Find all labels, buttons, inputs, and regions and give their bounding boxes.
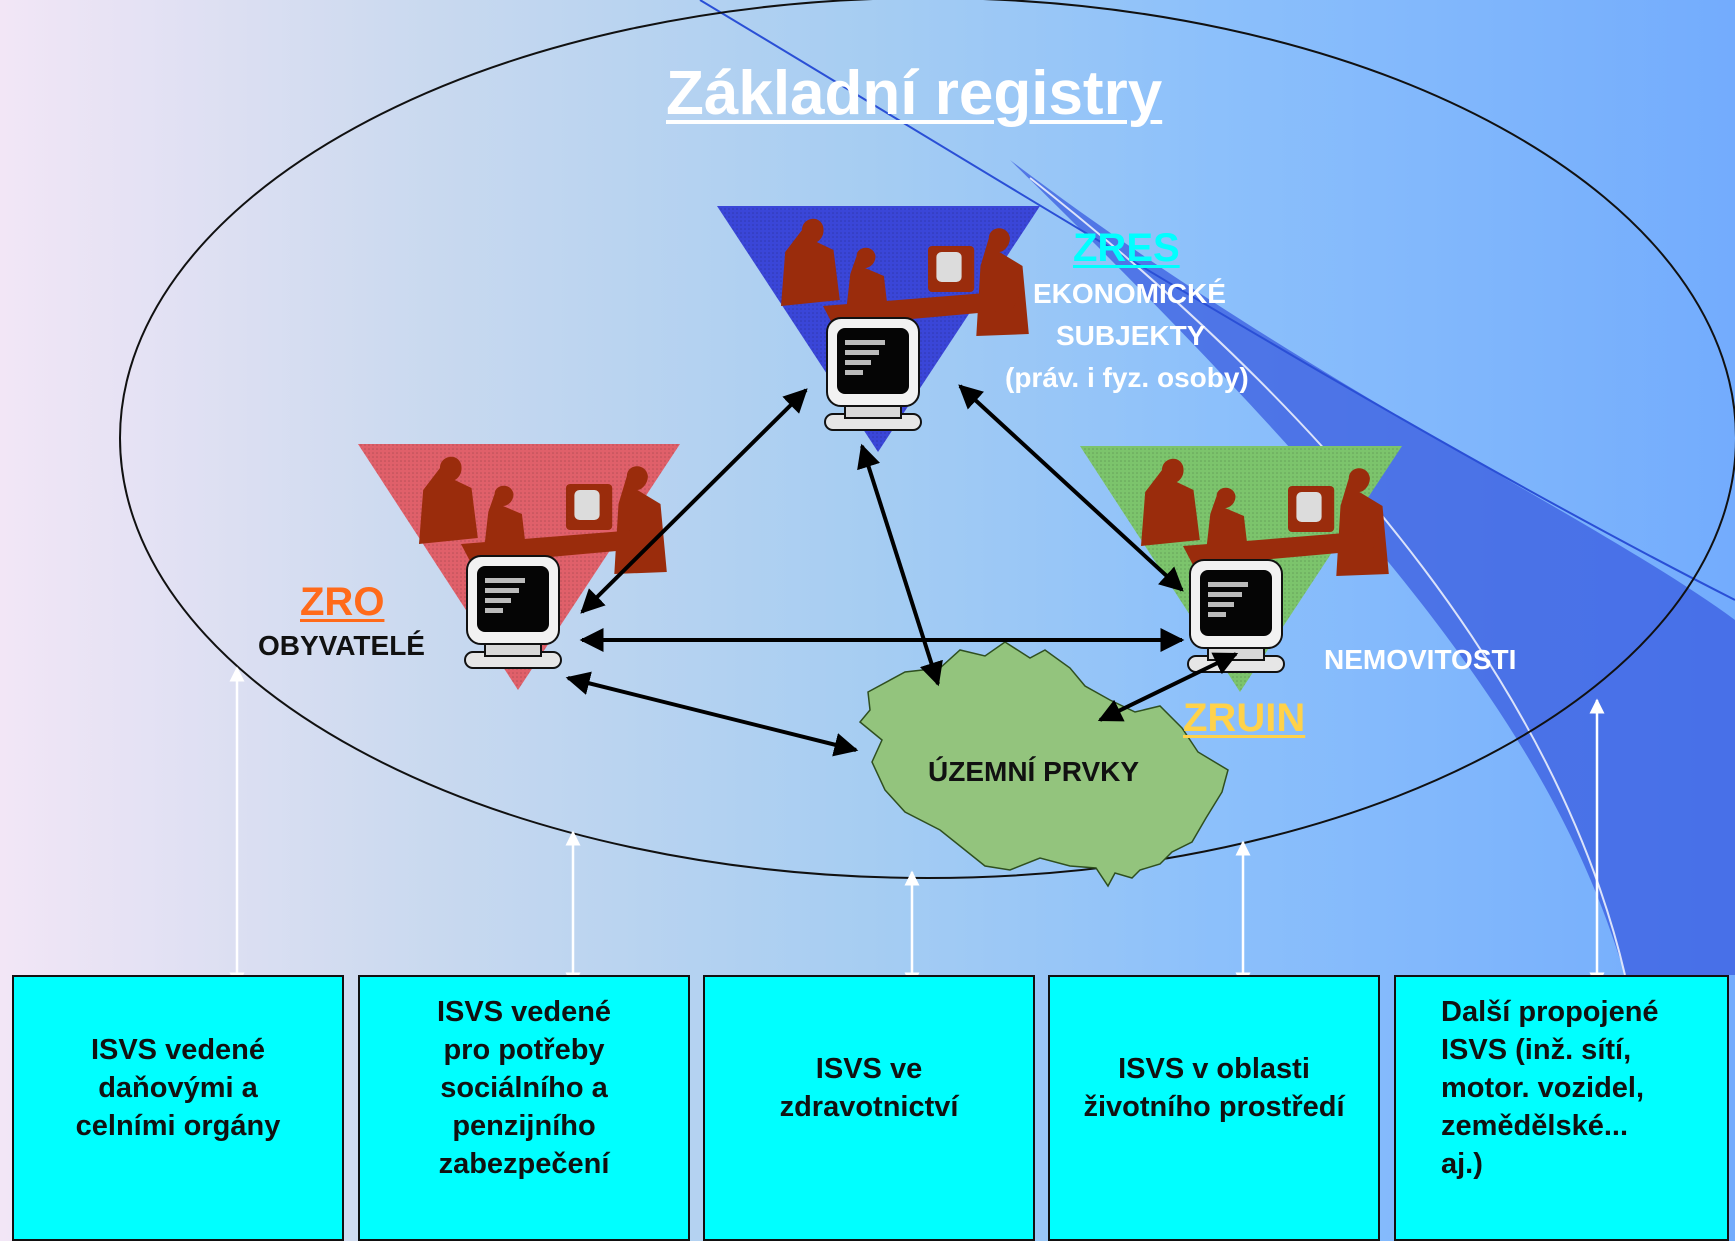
arrow-zro-zres bbox=[580, 388, 808, 614]
computer-monitor-icon bbox=[824, 317, 922, 431]
arrow-zro-territory bbox=[565, 671, 859, 757]
registries-ellipse bbox=[119, 0, 1735, 879]
arrow-zres-zruin bbox=[958, 384, 1184, 592]
isvs-box-text: Další propojené ISVS (inž. sítí, motor. … bbox=[1441, 996, 1659, 1180]
zruin-name-label: NEMOVITOSTI bbox=[1324, 644, 1517, 675]
zres-code-label: ZRES bbox=[1073, 226, 1180, 270]
zro-code-label: ZRO bbox=[300, 580, 385, 624]
arrow-zres-territory bbox=[857, 443, 943, 687]
isvs-box-text: ISVS vedené daňovými a celními orgány bbox=[75, 1034, 281, 1142]
zres-registry-graphic bbox=[717, 206, 1040, 452]
territory-label: ÚZEMNÍ PRVKY bbox=[928, 756, 1140, 787]
zruin-code-label: ZRUIN bbox=[1183, 696, 1306, 740]
isvs-box-social-pension: ISVS vedené pro potřeby sociálního a pen… bbox=[358, 975, 690, 1241]
background-curve-line bbox=[699, 0, 1735, 601]
isvs-box-other: Další propojené ISVS (inž. sítí, motor. … bbox=[1394, 975, 1729, 1241]
zres-name-line-1: EKONOMICKÉ bbox=[1033, 278, 1226, 309]
arrow-zruin-territory bbox=[1097, 652, 1239, 722]
zro-name-label: OBYVATELÉ bbox=[258, 630, 425, 661]
czech-map-icon bbox=[858, 641, 1229, 888]
zres-name-line-3: (práv. i fyz. osoby) bbox=[1005, 362, 1249, 393]
isvs-box-text: ISVS ve zdravotnictví bbox=[779, 1053, 959, 1123]
isvs-box-tax-customs: ISVS vedené daňovými a celními orgány bbox=[12, 975, 344, 1241]
zres-name-line-2: SUBJEKTY bbox=[1056, 320, 1206, 351]
isvs-box-environment: ISVS v oblasti životního prostředí bbox=[1048, 975, 1380, 1241]
isvs-box-text: ISVS vedené pro potřeby sociálního a pen… bbox=[436, 996, 612, 1180]
page-title: Základní registry bbox=[666, 59, 1163, 128]
isvs-box-text: ISVS v oblasti životního prostředí bbox=[1083, 1053, 1345, 1123]
isvs-box-healthcare: ISVS ve zdravotnictví bbox=[703, 975, 1035, 1241]
computer-monitor-icon bbox=[464, 555, 562, 669]
background-swoosh bbox=[1010, 160, 1735, 975]
